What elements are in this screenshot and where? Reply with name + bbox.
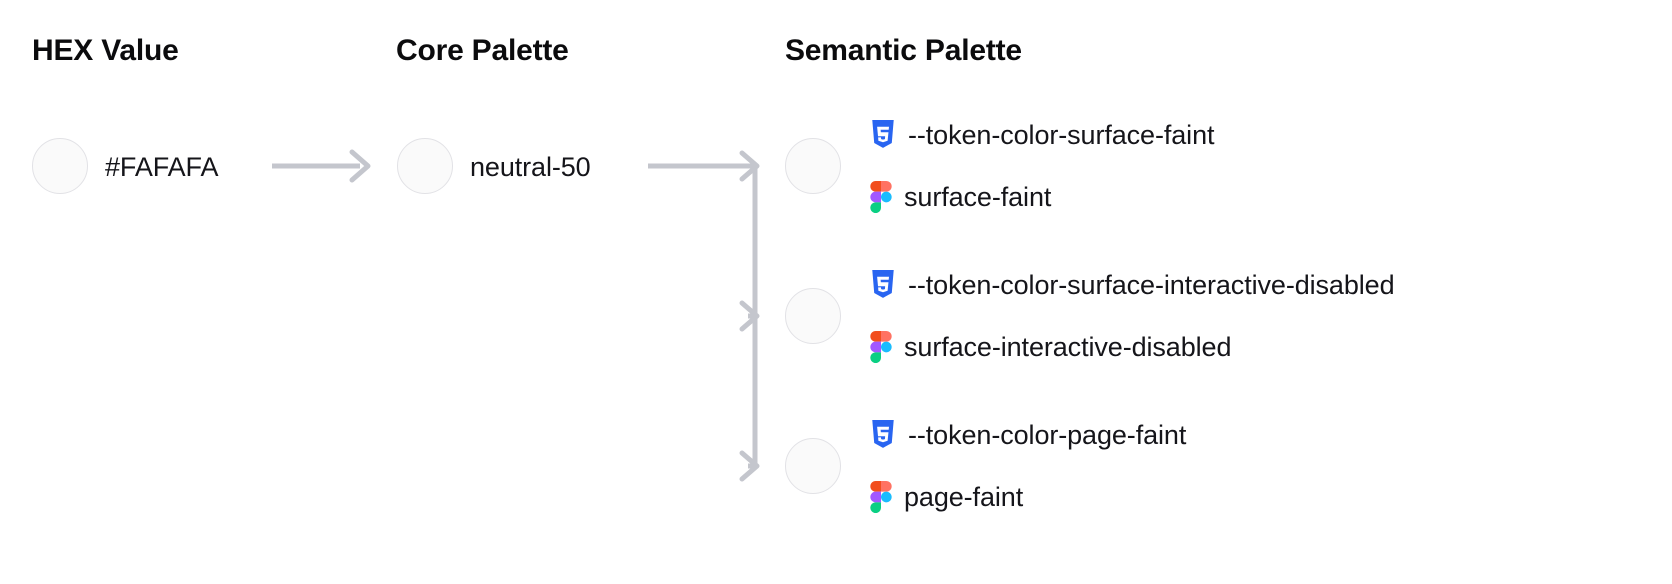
semantic-token-texts: --token-color-surface-faint surface-fain… xyxy=(870,104,1215,228)
css-token-label: --token-color-surface-faint xyxy=(908,119,1215,150)
figma-token-line: surface-interactive-disabled xyxy=(870,316,1395,378)
figma-token-label: surface-faint xyxy=(904,181,1052,212)
swatch-core-palette xyxy=(397,138,453,194)
figma-icon xyxy=(870,481,892,513)
semantic-token-texts: --token-color-surface-interactive-disabl… xyxy=(870,254,1395,378)
swatch-semantic-token xyxy=(785,138,841,194)
css3-icon xyxy=(872,270,894,298)
figma-token-line: surface-faint xyxy=(870,166,1214,228)
arrow-hex-to-core xyxy=(272,149,371,183)
figma-token-label: surface-interactive-disabled xyxy=(904,331,1232,362)
css3-icon xyxy=(872,120,894,148)
css-token-line: --token-color-surface-faint xyxy=(870,104,1215,166)
css-token-line: --token-color-surface-interactive-disabl… xyxy=(870,254,1395,316)
css-token-label: --token-color-page-faint xyxy=(908,419,1187,450)
label-hex-value: #FAFAFA xyxy=(105,152,219,182)
swatch-hex-value xyxy=(32,138,88,194)
column-heading-hex-value: HEX Value xyxy=(32,34,179,67)
css3-icon xyxy=(872,420,894,448)
branch-core-to-semantic xyxy=(648,150,760,482)
css-token-label: --token-color-surface-interactive-disabl… xyxy=(908,269,1395,300)
figma-icon xyxy=(870,181,892,213)
swatch-semantic-token xyxy=(785,288,841,344)
column-heading-semantic-palette: Semantic Palette xyxy=(785,34,1022,67)
semantic-token-texts: --token-color-page-faint page-faint xyxy=(870,404,1186,528)
figma-icon xyxy=(870,331,892,363)
column-heading-core-palette: Core Palette xyxy=(396,34,569,67)
label-core-palette: neutral-50 xyxy=(470,152,591,182)
css-token-line: --token-color-page-faint xyxy=(870,404,1186,466)
figma-token-line: page-faint xyxy=(870,466,1186,528)
figma-token-label: page-faint xyxy=(904,481,1024,512)
swatch-semantic-token xyxy=(785,438,841,494)
